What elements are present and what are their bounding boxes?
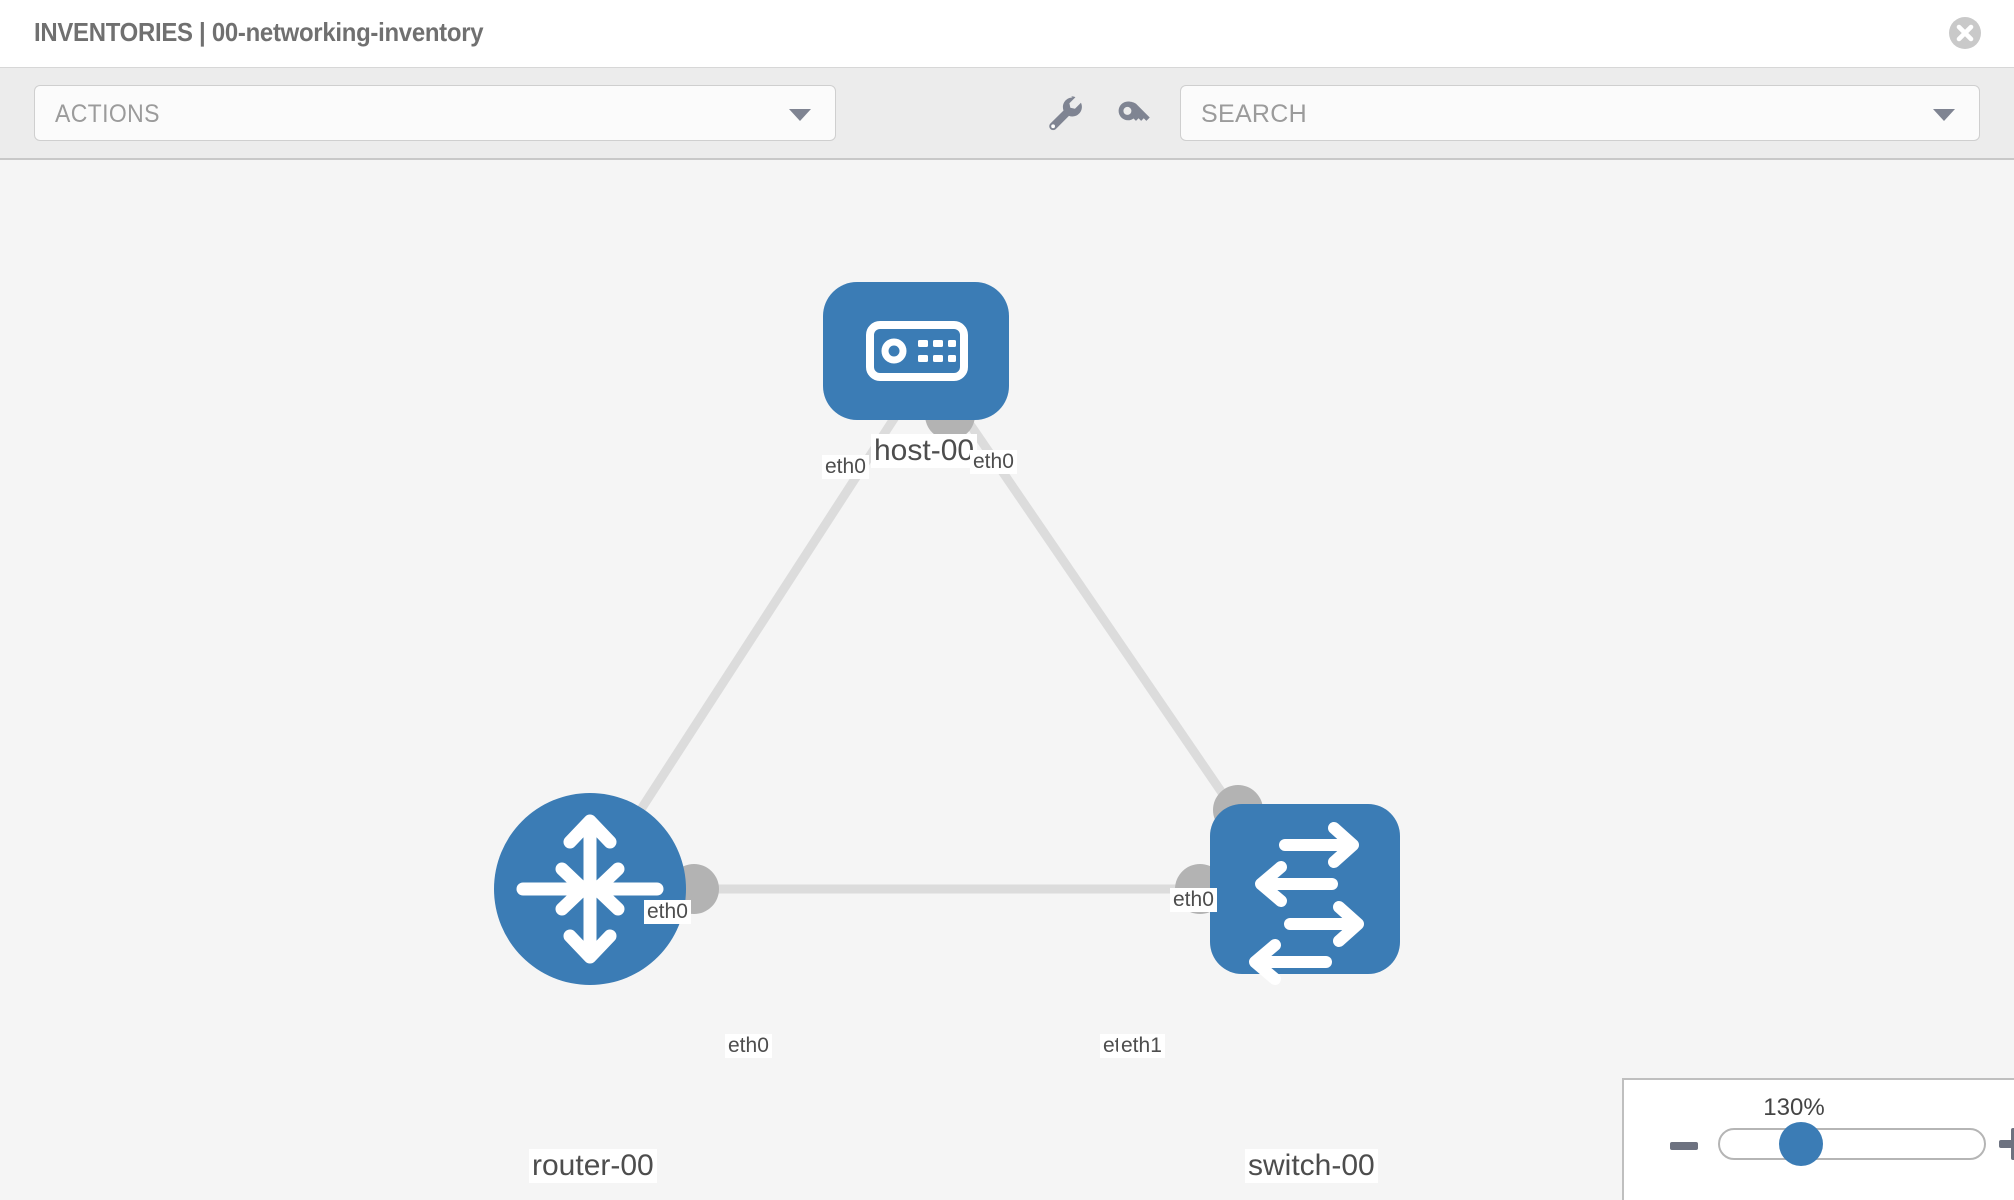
search-input[interactable]: SEARCH: [1180, 85, 1980, 141]
topology-canvas[interactable]: host-00 router-00 switch-00 eth0 eth0 et…: [0, 162, 2014, 1200]
router-icon: [516, 814, 664, 964]
search-placeholder: SEARCH: [1201, 100, 1307, 128]
iface-label-router00-eth0: eth0: [725, 1034, 772, 1059]
iface-label-host00-left: eth0: [822, 455, 869, 480]
page-title: INVENTORIES | 00-networking-inventory: [34, 17, 484, 47]
key-icon[interactable]: [1112, 92, 1156, 136]
zoom-percent-label: 130%: [1763, 1094, 1825, 1121]
zoom-control-panel: 130%: [1622, 1078, 2014, 1200]
link-host00-switch00: [961, 414, 1246, 825]
link-host00-router00: [621, 414, 899, 837]
node-router-00[interactable]: [494, 793, 686, 985]
wrench-icon[interactable]: [1043, 92, 1087, 136]
node-label-host-00: host-00: [871, 434, 978, 468]
topology-graph: [494, 282, 1400, 985]
close-icon[interactable]: [1946, 14, 1984, 52]
iface-label-switch00-eth1: eth1: [1118, 1034, 1165, 1059]
node-label-router-00: router-00: [529, 1149, 657, 1183]
server-icon: [866, 321, 968, 381]
node-host-00[interactable]: [823, 282, 1009, 420]
iface-label-router00-uplink: eth0: [644, 900, 691, 925]
zoom-slider-track[interactable]: [1718, 1128, 1986, 1160]
chevron-down-icon: [789, 109, 811, 121]
port-circles: [669, 390, 1263, 914]
page-header: INVENTORIES | 00-networking-inventory: [0, 0, 2014, 68]
minus-icon[interactable]: [1670, 1142, 1698, 1150]
node-label-switch-00: switch-00: [1245, 1149, 1378, 1183]
iface-label-switch00-uplink: eth0: [1170, 888, 1217, 913]
node-switch-00[interactable]: [1210, 804, 1400, 985]
switch-icon: [1249, 822, 1364, 985]
actions-dropdown-label: ACTIONS: [55, 100, 160, 128]
iface-label-host00-right: eth0: [970, 450, 1017, 475]
plus-icon[interactable]: [1999, 1128, 2014, 1160]
zoom-slider-thumb[interactable]: [1779, 1122, 1823, 1166]
chevron-down-icon[interactable]: [1933, 109, 1955, 121]
actions-dropdown[interactable]: ACTIONS: [34, 85, 836, 141]
